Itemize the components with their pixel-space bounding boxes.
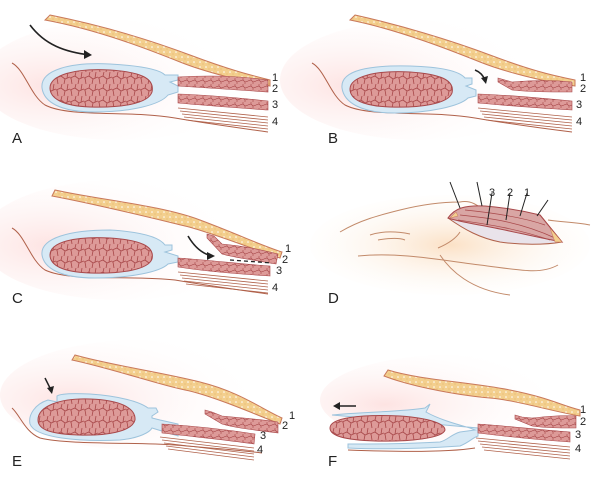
layer-3-muscle <box>161 423 256 445</box>
layer-label: 1 <box>285 243 292 255</box>
skin-outline <box>11 407 263 454</box>
fat-layer <box>348 14 576 87</box>
fat-edge <box>549 227 563 243</box>
layer-3-muscle <box>477 93 573 111</box>
layer-label: 3 <box>575 429 582 441</box>
layer-2-muscle <box>497 77 573 93</box>
skin-contour <box>339 201 483 233</box>
panel-letter: C <box>12 290 23 307</box>
layer-label: 2 <box>282 420 289 432</box>
layer-label: 1 <box>524 187 531 199</box>
layer-2-muscle <box>514 414 577 429</box>
panel-f-illustration <box>320 355 581 460</box>
muscle-belly <box>329 415 446 442</box>
layer-label: 2 <box>507 187 514 199</box>
skin-fold <box>369 231 411 241</box>
panel-letter: A <box>12 130 23 147</box>
fat-layer <box>51 189 283 259</box>
muscle-striations <box>457 209 556 241</box>
arrowhead-icon <box>47 386 54 394</box>
panel-c-illustration <box>0 180 283 300</box>
panel-e-illustration <box>0 340 283 461</box>
layer-label: 1 <box>289 410 296 422</box>
layer-3-muscle <box>177 257 271 277</box>
skin-outline <box>347 447 476 452</box>
arrowhead-icon <box>481 76 488 84</box>
fat-layer <box>383 369 581 417</box>
layer-label: 4 <box>257 444 264 456</box>
layer-label: 2 <box>272 83 279 95</box>
arrowhead-icon <box>84 50 92 59</box>
layer-label: 4 <box>272 282 279 294</box>
panel-f: F 1 2 3 4 <box>300 320 605 477</box>
layer-label: 3 <box>260 430 267 442</box>
panel-letter: D <box>328 290 339 307</box>
panel-e: E 1 2 3 4 <box>0 320 300 477</box>
layer-4-fibers <box>477 107 573 130</box>
layer-label: 4 <box>272 116 279 128</box>
skin-contour <box>357 254 559 272</box>
layer-label: 3 <box>272 99 279 111</box>
skin-contour <box>547 219 591 226</box>
arrowhead-icon <box>207 252 215 260</box>
fat-layer <box>43 14 271 87</box>
panel-letter: B <box>328 130 339 147</box>
panel-c: C 1 2 3 4 <box>0 160 300 310</box>
layer-label: 2 <box>580 416 587 428</box>
panel-a-illustration <box>0 14 271 140</box>
panel-letter: E <box>12 453 23 470</box>
layer-3-muscle <box>477 423 571 443</box>
incision-line <box>229 259 273 264</box>
layer-label: 1 <box>580 72 587 84</box>
muscle-belly <box>49 69 153 108</box>
skin-shading <box>310 195 590 295</box>
skin-outline <box>11 62 269 133</box>
panel-d: D 3 2 1 <box>300 160 605 310</box>
layer-4-fibers <box>177 271 269 294</box>
muscle-belly <box>49 237 153 274</box>
skin-outline <box>311 62 573 133</box>
panel-b: B 1 2 3 4 <box>280 0 605 160</box>
muscle-belly <box>37 398 136 436</box>
skin-fold <box>437 231 461 249</box>
layer-2-muscle <box>206 233 279 265</box>
layer-4-fibers <box>159 436 255 461</box>
panel-letter: F <box>328 453 338 470</box>
layer-label: 2 <box>580 83 587 95</box>
retraction-lines <box>449 181 549 226</box>
arrowhead-icon <box>333 402 340 410</box>
layer-2-muscle <box>204 409 279 434</box>
layer-4-fibers <box>475 437 571 460</box>
fat-layer <box>71 354 283 425</box>
fascia-sheath <box>331 403 479 450</box>
panel-b-illustration <box>280 14 576 140</box>
skin-contour <box>439 254 511 296</box>
curved-arrow-icon <box>29 24 91 56</box>
layer-label: 1 <box>580 404 587 416</box>
panel-d-illustration <box>310 181 591 296</box>
panel-a: A 1 2 3 4 <box>0 0 300 160</box>
layer-2-muscle <box>177 75 269 93</box>
fat-edge <box>449 211 459 219</box>
layer-label: 4 <box>576 116 583 128</box>
layer-4-fibers <box>177 107 269 130</box>
layer-label: 4 <box>575 443 582 455</box>
layer-label: 3 <box>576 99 583 111</box>
muscle-belly <box>349 71 453 108</box>
layer-label: 3 <box>276 265 283 277</box>
layer-label: 1 <box>272 72 279 84</box>
layer-label: 2 <box>282 254 289 266</box>
layer-label: 3 <box>489 187 496 199</box>
layer-3-muscle <box>177 93 269 111</box>
